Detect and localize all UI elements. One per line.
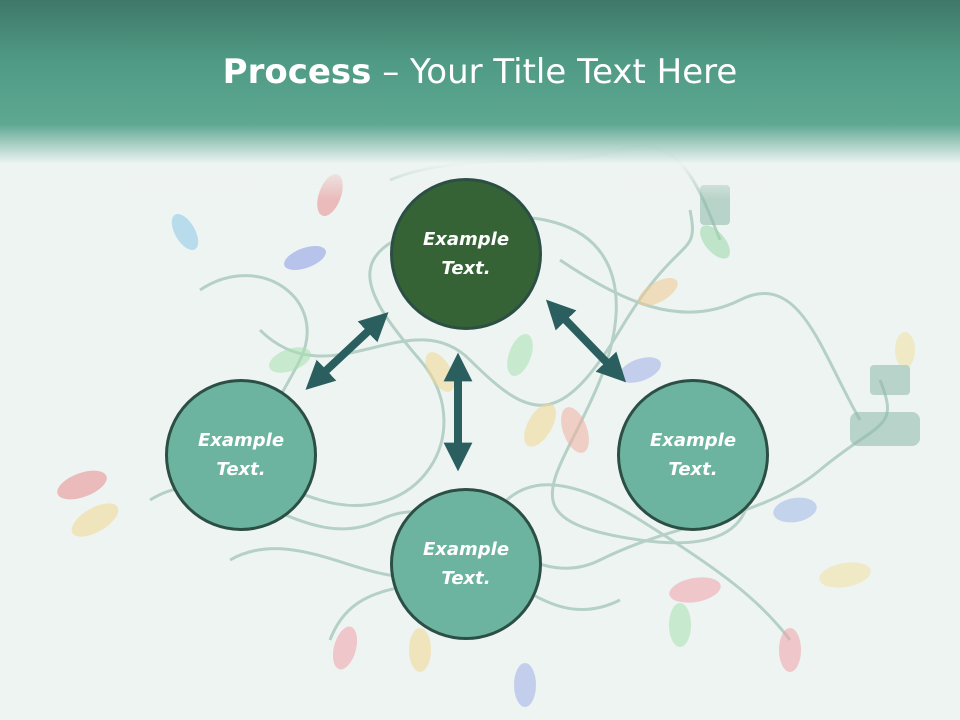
node-left: Example Text. [165, 379, 317, 531]
node-top: Example Text. [390, 178, 542, 330]
node-bottom: Example Text. [390, 488, 542, 640]
node-bottom-line1: Example [422, 539, 510, 560]
node-left-line2: Text. [216, 459, 266, 480]
header-band [0, 0, 960, 200]
node-bottom-line2: Text. [441, 568, 491, 589]
title-bold: Process [222, 52, 372, 92]
node-right-line1: Example [649, 430, 737, 451]
title-rest: Your Title Text Here [410, 52, 738, 92]
node-top-line2: Text. [441, 258, 491, 279]
node-left-line1: Example [197, 430, 285, 451]
node-top-line1: Example [422, 229, 510, 250]
node-right: Example Text. [617, 379, 769, 531]
slide-title: Process – Your Title Text Here [0, 52, 960, 92]
title-dash: – [371, 52, 411, 92]
node-right-line2: Text. [668, 459, 718, 480]
